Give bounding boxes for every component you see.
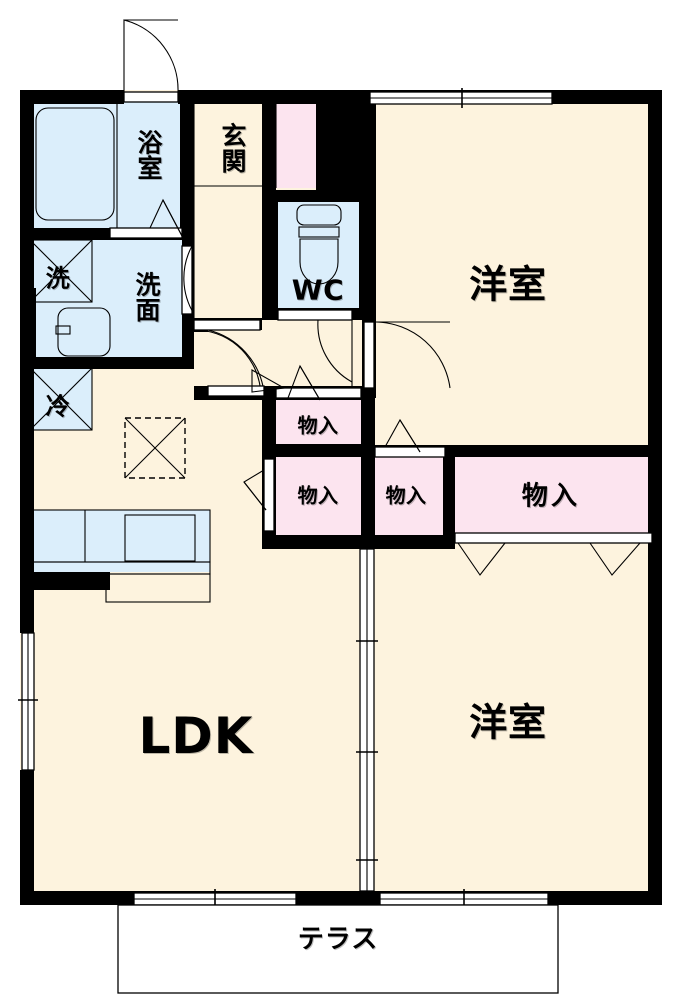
bedroom-upper-door-arc <box>375 321 451 389</box>
room-label-closet-4: 物入 <box>521 481 581 512</box>
ldk-window-west <box>18 632 38 771</box>
bedroom-upper-window <box>369 88 553 108</box>
toilet-bowl <box>296 204 342 285</box>
room-label-toilet: WC <box>291 273 345 307</box>
room-label-washbasin: 洗面 <box>132 271 161 323</box>
terrace-outline <box>117 904 559 994</box>
room-label-terrace: テラス <box>297 924 379 955</box>
room-label-fridge: 冷 <box>45 392 71 421</box>
entrance-door-arc <box>123 19 179 93</box>
washroom-door-arc <box>183 245 195 315</box>
room-label-bathroom: 浴室 <box>134 129 163 181</box>
hall-door-arc <box>193 329 261 387</box>
room-label-entrance: 玄関 <box>218 122 247 174</box>
refrigerator-space <box>29 367 93 431</box>
bathtub <box>35 100 118 228</box>
room-label-closet-2: 物入 <box>297 483 339 508</box>
washer-space <box>29 239 93 303</box>
room-label-washer: 洗 <box>45 264 71 293</box>
wash-basin <box>55 307 111 357</box>
ldk-bedroom-partition <box>356 548 378 892</box>
appliance-space <box>124 417 186 479</box>
entrance-door-sill <box>123 91 179 103</box>
room-label-bedroom-upper: 洋室 <box>469 262 547 307</box>
room-label-closet-3: 物入 <box>385 483 427 508</box>
openings <box>18 19 653 911</box>
room-label-bedroom-lower: 洋室 <box>469 700 547 745</box>
kitchen-counter <box>29 509 211 603</box>
kitchen-sink <box>124 514 196 562</box>
fixtures <box>29 100 342 603</box>
room-label-ldk: LDK <box>138 707 254 765</box>
wc-door-arc <box>317 319 353 383</box>
room-label-closet-1: 物入 <box>297 413 339 438</box>
